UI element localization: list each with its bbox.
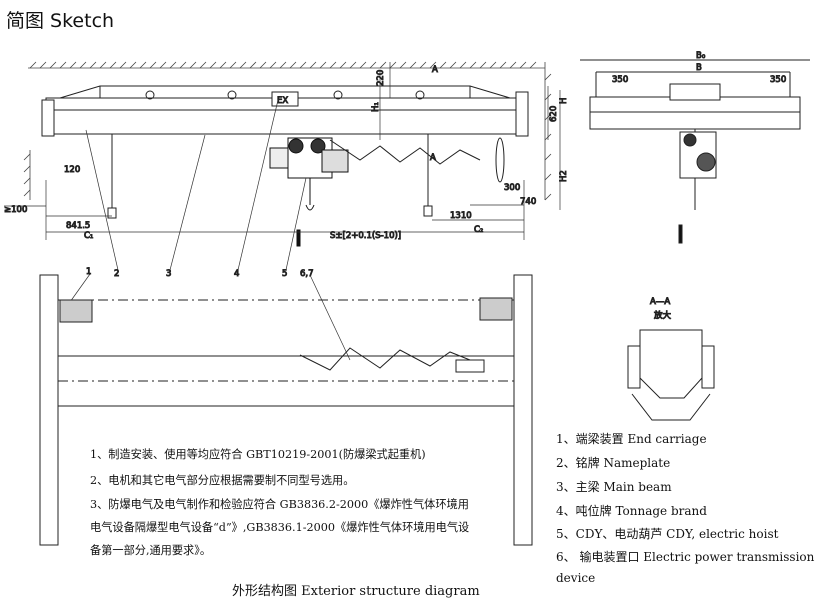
- dim-120: 120: [64, 165, 80, 175]
- cable-festoon-plan: [299, 347, 476, 371]
- dim-span: S±[2+0.1(S-10)]: [330, 231, 401, 241]
- dim-350-right: 350: [770, 75, 786, 85]
- note-line-1: 1、制造安装、使用等均应符合 GBT10219-2001(防爆梁式起重机): [90, 448, 426, 461]
- dim-300: 300: [504, 183, 520, 193]
- cable-festoon: [329, 139, 481, 165]
- note-line-4: 电气设备隔爆型电气设备“d”》,GB3836.1-2000《爆炸性气体环境用电气…: [90, 521, 470, 534]
- pendant: [107, 134, 505, 219]
- diagram-caption: 外形结构图 Exterior structure diagram: [232, 584, 480, 599]
- note-line-3: 3、防爆电气及电气制作和检验应符合 GB3836.2-2000《爆炸性气体环境用: [90, 498, 469, 511]
- dim-100: ≥100: [4, 205, 27, 215]
- section-sub: 放大: [654, 310, 672, 321]
- legend-item-2: 2、铭牌 Nameplate: [556, 456, 671, 470]
- dim-350-left: 350: [612, 75, 628, 85]
- ex-mark: EX: [277, 96, 288, 106]
- legend-item-3: 3、主梁 Main beam: [556, 480, 672, 494]
- legend-item-6-cont: device: [556, 571, 596, 585]
- dim-841: 841.5: [66, 221, 90, 231]
- legend-item-6: 6、 输电装置口 Electric power transmission: [556, 550, 815, 564]
- callout-5: 5: [282, 269, 287, 279]
- main-girder-elevation: [41, 85, 529, 137]
- dim-a-arrow: A: [432, 65, 438, 75]
- dim-c1: C₁: [84, 231, 93, 241]
- dim-c2: C₂: [474, 225, 483, 235]
- end-view: [580, 59, 810, 244]
- callout-leaders: [69, 99, 351, 361]
- dim-220: 220: [376, 70, 386, 86]
- page-title: 简图 Sketch: [6, 10, 115, 32]
- note-line-2: 2、电机和其它电气部分应根据需要制不同型号选用。: [90, 474, 355, 487]
- section-a-a: [627, 329, 715, 421]
- dimension-lines: [4, 62, 561, 240]
- section-label: A—A: [650, 297, 670, 307]
- dim-b0: B₀: [696, 51, 706, 61]
- callout-3: 3: [166, 269, 171, 279]
- legend-item-1: 1、端梁装置 End carriage: [556, 432, 707, 446]
- electric-hoist: [269, 137, 349, 247]
- callout-4: 4: [234, 269, 239, 279]
- dim-620: 620: [549, 106, 559, 122]
- dim-740: 740: [520, 197, 536, 207]
- note-line-5: 备第一部分,通用要求》。: [90, 544, 212, 557]
- dim-b: B: [696, 63, 702, 73]
- legend-item-4: 4、吨位牌 Tonnage brand: [556, 504, 707, 518]
- dim-h: H: [559, 98, 569, 104]
- dim-h2: H2: [559, 170, 569, 182]
- plan-view: [39, 274, 533, 546]
- ceiling-hatch: [23, 61, 552, 201]
- dim-h1: H₁: [371, 102, 381, 112]
- dim-a-arrow-2: A: [430, 153, 436, 163]
- legend-item-5: 5、CDY、电动葫芦 CDY, electric hoist: [556, 527, 779, 541]
- callout-6-7: 6,7: [300, 269, 314, 279]
- callout-2: 2: [114, 269, 119, 279]
- callout-1: 1: [86, 267, 91, 277]
- dim-1310: 1310: [450, 211, 472, 221]
